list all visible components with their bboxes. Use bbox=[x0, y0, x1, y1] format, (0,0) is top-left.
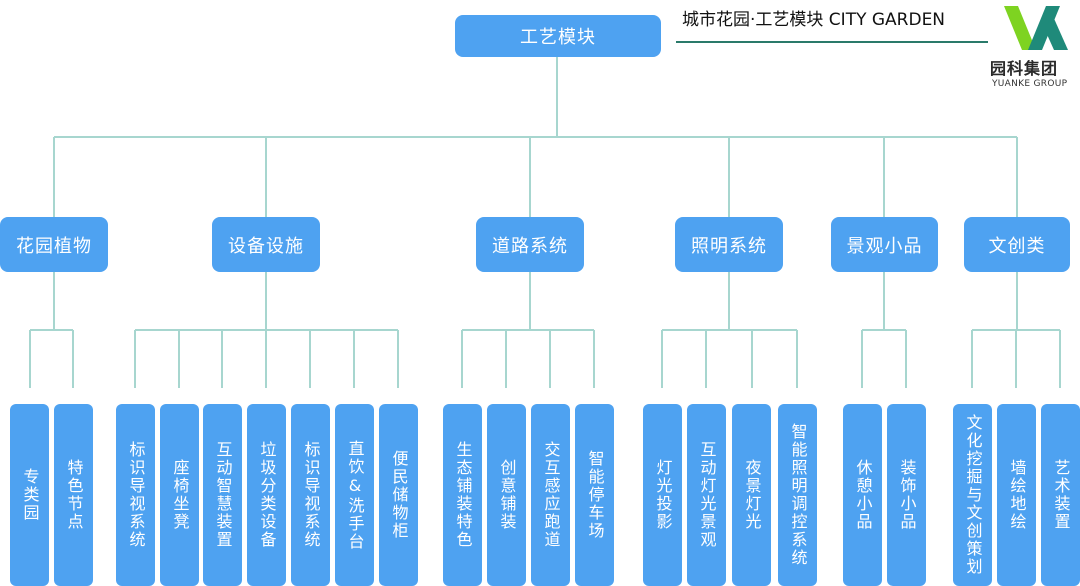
category-equipment-facilities: 设备设施 bbox=[212, 217, 320, 272]
leaf-node: 座椅坐凳 bbox=[160, 404, 199, 586]
leaf-node: 特色节点 bbox=[54, 404, 93, 586]
leaf-node: 专类园 bbox=[10, 404, 49, 586]
header-title: 城市花园·工艺模块 CITY GARDEN bbox=[682, 10, 946, 30]
leaf-node: 休憩小品 bbox=[843, 404, 882, 586]
leaf-node: 垃圾分类设备 bbox=[247, 404, 286, 586]
leaf-node: 便民储物柜 bbox=[379, 404, 418, 586]
leaf-node: 直饮&洗手台 bbox=[335, 404, 374, 586]
category-road-system: 道路系统 bbox=[476, 217, 584, 272]
leaf-node: 夜景灯光 bbox=[732, 404, 771, 586]
leaf-node: 墙绘地绘 bbox=[997, 404, 1036, 586]
category-cultural-creative: 文创类 bbox=[964, 217, 1070, 272]
leaf-node: 智能停车场 bbox=[575, 404, 614, 586]
root-node: 工艺模块 bbox=[455, 15, 661, 57]
brand-name-en: YUANKE GROUP bbox=[992, 79, 1068, 89]
brand-name-cn: 园科集团 bbox=[990, 59, 1059, 78]
yuanke-logo-icon bbox=[1004, 6, 1068, 50]
leaf-node: 标识导视系统 bbox=[116, 404, 155, 586]
leaf-node: 互动智慧装置 bbox=[203, 404, 242, 586]
leaf-node: 交互感应跑道 bbox=[531, 404, 570, 586]
leaf-node: 智能照明调控系统 bbox=[778, 404, 817, 586]
category-garden-plants: 花园植物 bbox=[0, 217, 108, 272]
leaf-node: 创意铺装 bbox=[487, 404, 526, 586]
category-landscape-features: 景观小品 bbox=[831, 217, 938, 272]
leaf-node: 灯光投影 bbox=[643, 404, 682, 586]
leaf-node: 文化挖掘与文创策划 bbox=[953, 404, 992, 586]
leaf-node: 艺术装置 bbox=[1041, 404, 1080, 586]
category-lighting-system: 照明系统 bbox=[675, 217, 783, 272]
leaf-node: 装饰小品 bbox=[887, 404, 926, 586]
leaf-node: 标识导视系统 bbox=[291, 404, 330, 586]
leaf-node: 生态铺装特色 bbox=[443, 404, 482, 586]
header-divider bbox=[676, 41, 988, 43]
leaf-node: 互动灯光景观 bbox=[687, 404, 726, 586]
